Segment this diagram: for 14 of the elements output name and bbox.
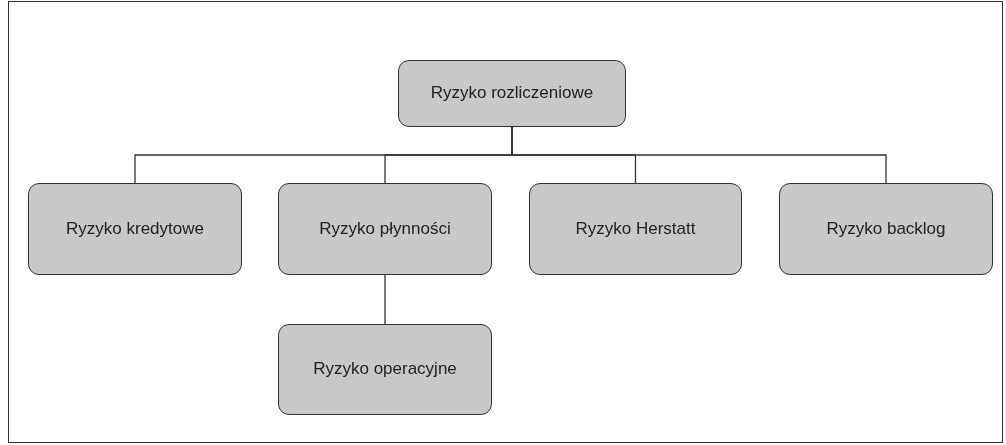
process-box: [398, 60, 626, 127]
connector-line: [384, 274, 386, 325]
box-label: Ryzyko operacyjne: [312, 358, 458, 381]
process-box: [278, 324, 492, 415]
box-label: Ryzyko rozliczeniowe: [429, 82, 595, 105]
box-label: Ryzyko płynności: [318, 217, 452, 240]
process-box: [529, 183, 742, 275]
box-label: Ryzyko kredytowe: [65, 217, 205, 240]
process-box: [278, 183, 492, 275]
box-label: Ryzyko Herstatt: [574, 217, 697, 240]
process-box: [28, 183, 242, 275]
process-box: [779, 183, 993, 275]
box-label: Ryzyko backlog: [825, 217, 947, 240]
connector-line: [511, 126, 887, 184]
